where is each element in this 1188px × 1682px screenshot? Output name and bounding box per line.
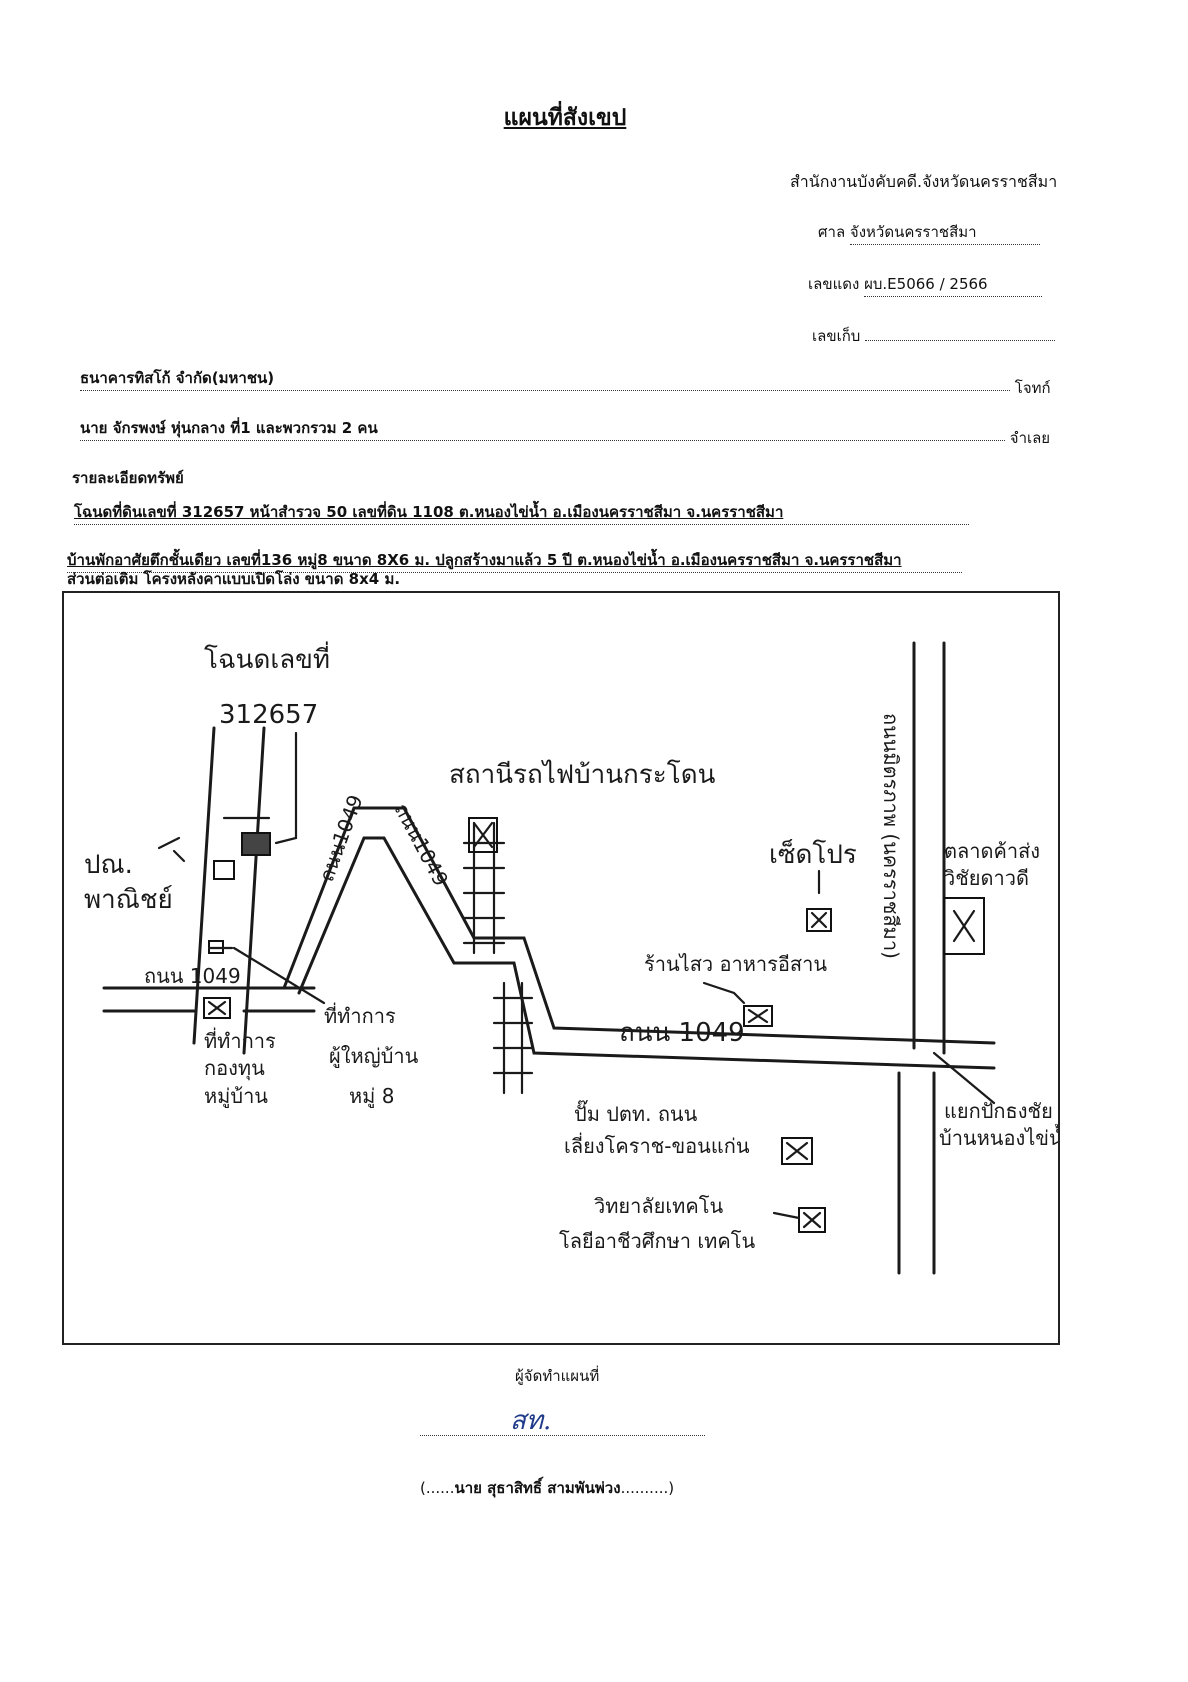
property-plot [208,731,298,954]
map-junction-1: แยกปักธงชัย [944,1099,1053,1123]
house-row-1: บ้านพักอาศัยตึกชั้นเดียว เลขที่136 หมู่8… [67,548,962,573]
pointer-arrows [157,836,996,1220]
road-left-vertical [192,726,266,1055]
map-market-2: วิชัยดาวดี [944,866,1029,890]
court-label: ศาล [818,223,846,241]
deed-row: โฉนดที่ดินเลขที่ 312657 หน้าสำรวจ 50 เลข… [74,500,969,525]
signature-line [420,1434,705,1436]
map-station-label: สถานีรถไฟบ้านกระโดน [449,759,716,790]
map-office-2: กองทุน [204,1056,265,1081]
map-road-main-label: ถนน 1049 [619,1018,745,1048]
map-post-office-2: พาณิชย์ [84,885,173,915]
place-markers [203,817,985,1233]
map-deed-label-2: 312657 [219,700,318,730]
storage-label: เลขเก็บ [812,327,861,345]
road-right-vertical [897,641,946,1275]
signature: สท. [510,1406,552,1436]
map-road-left-label: ถนน 1049 [144,964,241,988]
map-village-2: ผู้ใหญ่บ้าน [329,1044,419,1069]
red-number-label: เลขแดง [808,275,860,293]
house-line-2: ส่วนต่อเติม โครงหลังคาแบบเปิดโล่ง ขนาด 8… [67,570,401,588]
property-heading: รายละเอียดทรัพย์ [72,469,184,487]
plaintiff-name: ธนาคารทิสโก้ จำกัด(มหาชน) [80,369,275,387]
plaintiff-label: โจทก์ [1014,379,1051,397]
map-market-1: ตลาดค้าส่ง [944,839,1040,863]
road-1049-left [102,986,316,1013]
map-village-3: หมู่ 8 [349,1084,394,1109]
map-deed-label-1: โฉนดเลขที่ [204,641,330,675]
office-name: สำนักงานบังคับคดี.จังหวัดนครราชสีมา [790,172,1058,191]
map-office-3: หมู่บ้าน [204,1084,268,1109]
name-close: ..........) [620,1479,675,1497]
map-office-1: ที่ทำการ [204,1027,276,1053]
defendant-name: นาย จักรพงษ์ หุ่นกลาง ที่1 และพวกรวม 2 ค… [80,419,378,437]
map-road-diag2-label: ถนน1049 [390,799,454,890]
defendant-row: นาย จักรพงษ์ หุ่นกลาง ที่1 และพวกรวม 2 ค… [80,416,1050,447]
maker-name: นาย สุธาสิทธิ์ สามพันพ่วง [454,1479,621,1497]
map-seven-eleven: เซ็ดโปร [769,838,857,870]
railway-tracks [462,821,534,1095]
map-road-right-label: ถนนมิตรภาพ (นครราชสีมา) [879,713,903,959]
map-maker-label: ผู้จัดทำแผนที่ [515,1367,600,1385]
map-gas-1: ปั๊ม ปตท. ถนน [574,1099,698,1126]
court-value: จังหวัดนครราชสีมา [849,223,977,241]
map-college-2: โลยีอาชีวศึกษา เทคโน [559,1229,755,1253]
map-college-1: วิทยาลัยเทคโน [594,1194,723,1218]
name-open: (...... [420,1479,455,1497]
map-restaurant: ร้านไสว อาหารอีสาน [644,952,827,976]
plaintiff-row: ธนาคารทิสโก้ จำกัด(มหาชน) โจทก์ [80,366,1051,397]
house-line-1: บ้านพักอาศัยตึกชั้นเดียว เลขที่136 หมู่8… [67,551,902,569]
map-junction-2: บ้านหนองไข่น้ำ [939,1124,1058,1150]
map-gas-2: เลี่ยงโคราช-ขอนแก่น [564,1132,750,1158]
map-drawing: โฉนดเลขที่ 312657 สถานีรถไฟบ้านกระโดน ถน… [84,641,1074,1275]
page-title: แผนที่สังเขป [503,105,627,131]
map-road-diag-label: ถนน1049 [314,792,367,885]
red-number-value: ผบ.E5066 / 2566 [864,275,988,293]
sketch-map: โฉนดเลขที่ 312657 สถานีรถไฟบ้านกระโดน ถน… [62,591,1074,1345]
map-post-office-1: ปณ. [84,850,133,880]
court-row: ศาล จังหวัดนครราชสีมา [818,220,1040,245]
red-number-row: เลขแดง ผบ.E5066 / 2566 [808,272,1043,297]
defendant-label: จำเลย [1009,429,1051,447]
storage-row: เลขเก็บ [812,324,1056,348]
deed-line: โฉนดที่ดินเลขที่ 312657 หน้าสำรวจ 50 เลข… [74,503,784,521]
map-village-1: ที่ทำการ [324,1002,396,1028]
maker-name-row: (......นาย สุธาสิทธิ์ สามพันพ่วง........… [420,1476,674,1500]
